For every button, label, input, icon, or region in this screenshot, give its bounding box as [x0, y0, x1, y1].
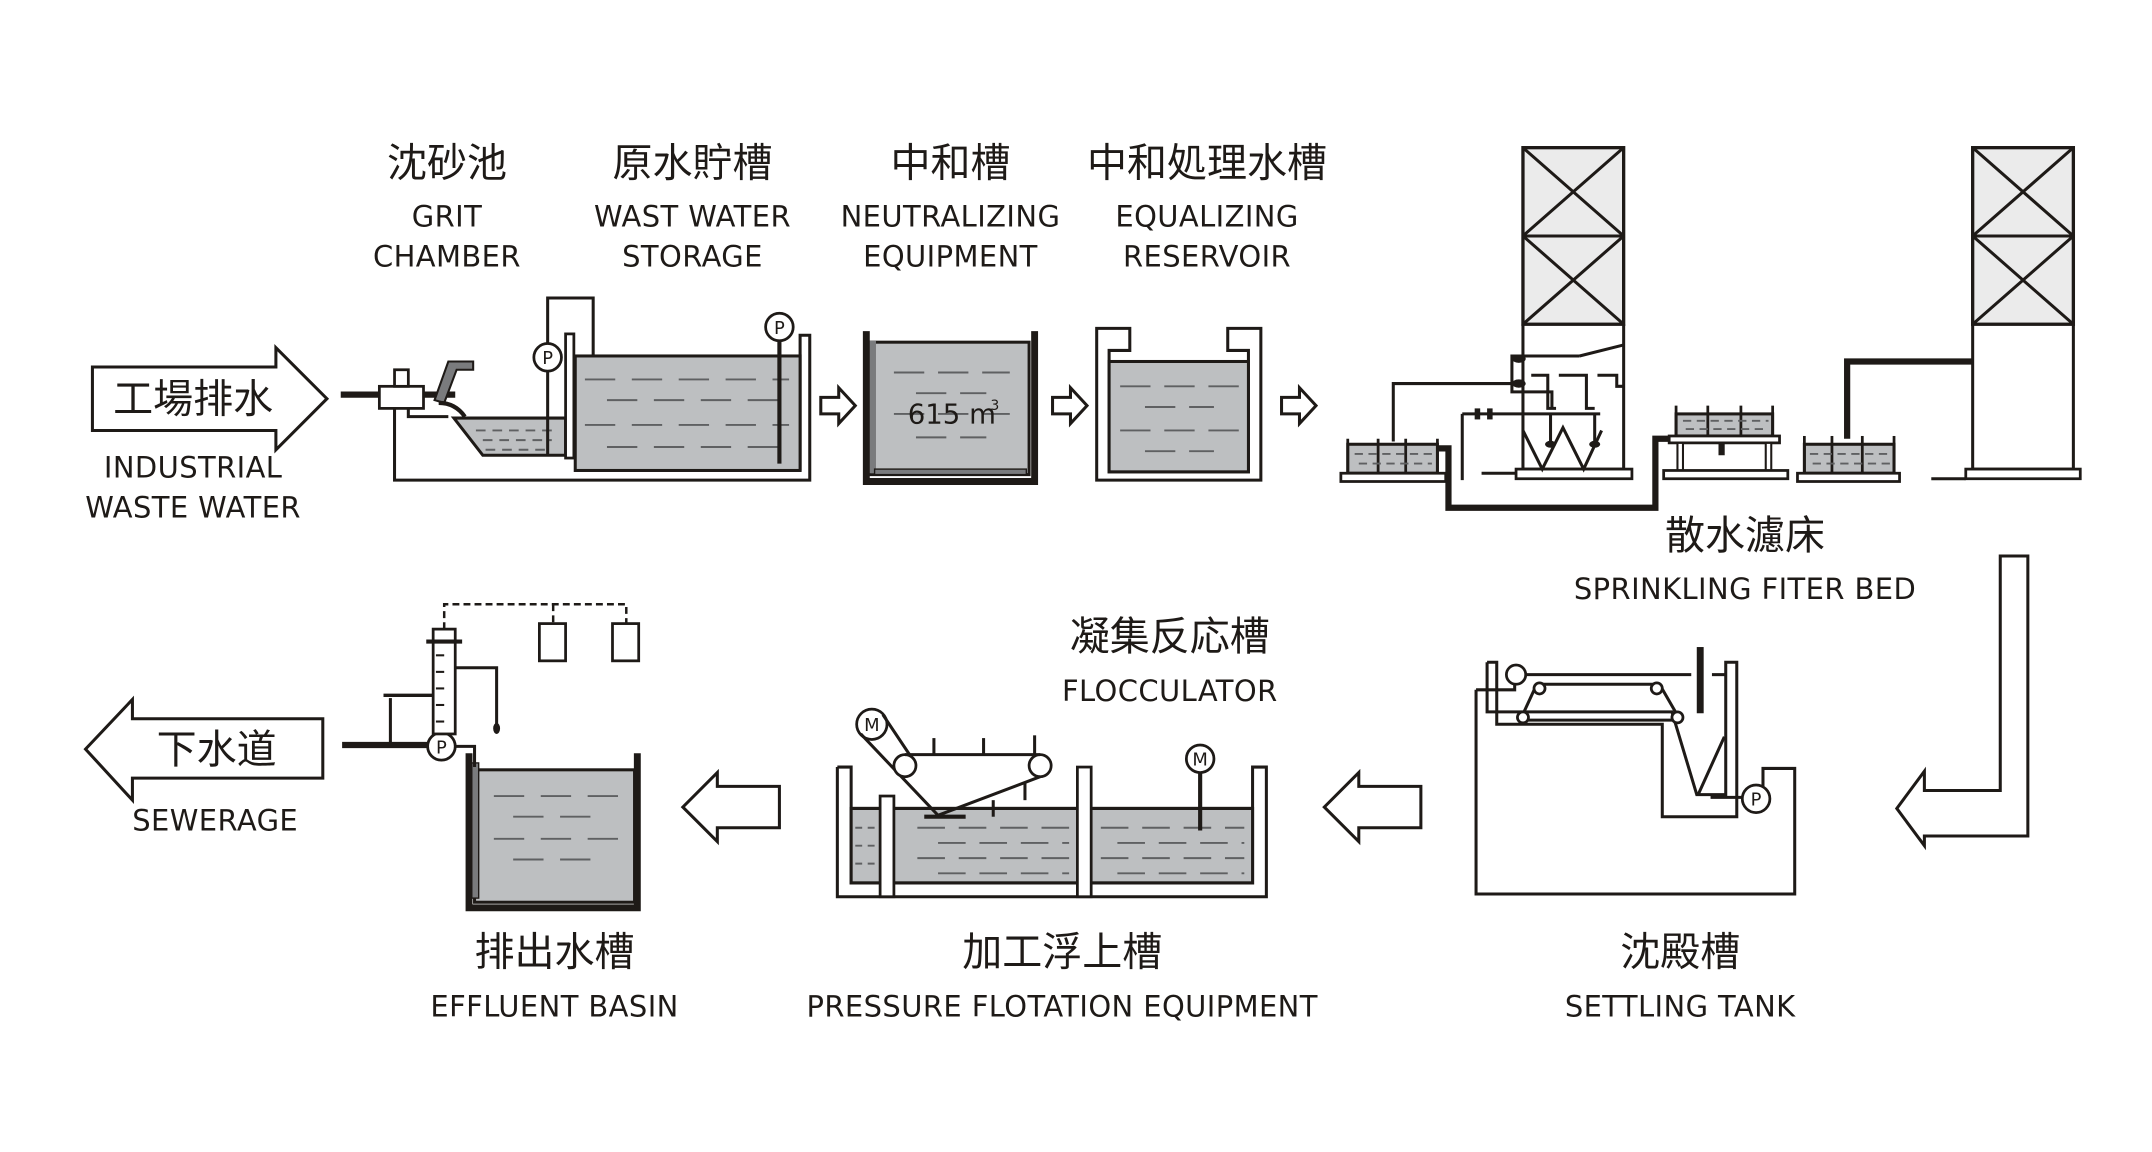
svg-text:下水道: 下水道: [157, 727, 277, 773]
outflow-arrow: 下水道 SEWERAGE: [83, 695, 325, 838]
pressure-flotation-unit: 凝集反応槽 FLOCCULATOR M: [807, 614, 1318, 1024]
svg-text:NEUTRALIZING: NEUTRALIZING: [841, 199, 1061, 233]
svg-text:EQUALIZING: EQUALIZING: [1115, 199, 1298, 233]
label-flocculator-cjk: 凝集反応槽: [1070, 614, 1270, 660]
svg-text:615 m: 615 m: [908, 398, 996, 431]
svg-text:SEWERAGE: SEWERAGE: [132, 804, 298, 838]
label-equalizing-reservoir: 中和処理水槽 EQUALIZING RESERVOIR: [1087, 141, 1327, 274]
svg-text:P: P: [542, 348, 553, 369]
svg-text:INDUSTRIAL: INDUSTRIAL: [104, 450, 282, 484]
flow-arrow-4: [1322, 768, 1423, 846]
svg-text:STORAGE: STORAGE: [622, 239, 763, 273]
flow-arrow-3: [1280, 383, 1319, 428]
svg-text:GRIT: GRIT: [412, 199, 482, 233]
label-settling-tank-cjk: 沈殿槽: [1620, 930, 1740, 976]
svg-text:中和処理水槽: 中和処理水槽: [1087, 141, 1327, 187]
svg-text:P: P: [774, 318, 785, 339]
settling-tank-unit: P 沈殿槽 SETTLING TANK: [1474, 647, 1797, 1024]
wast-water-storage-tank: P: [573, 311, 802, 472]
svg-text:WASTE WATER: WASTE WATER: [85, 490, 301, 524]
label-sprinkling-filter-bed-cjk: 散水濾床: [1665, 513, 1825, 559]
inflow-arrow: 工場排水 INDUSTRIAL WASTE WATER: [85, 344, 330, 524]
svg-text:工場排水: 工場排水: [113, 377, 273, 423]
label-sprinkling-filter-bed-en: SPRINKLING FITER BED: [1574, 572, 1916, 606]
flow-arrow-1: [819, 383, 858, 428]
label-settling-tank-en: SETTLING TANK: [1565, 990, 1796, 1024]
equalizing-reservoir-tank: [1095, 326, 1263, 482]
svg-text:EQUIPMENT: EQUIPMENT: [863, 239, 1038, 273]
svg-text:M: M: [1192, 750, 1207, 771]
effluent-basin-unit: P 排出水槽 EFFLUENT BASIN: [342, 603, 678, 1024]
label-pressure-flotation-cjk: 加工浮上槽: [962, 930, 1162, 976]
flow-arrow-2: [1051, 383, 1090, 428]
sprinkling-filter-bed-unit: 散水濾床 SPRINKLING FITER BED: [1339, 146, 2082, 606]
svg-text:CHAMBER: CHAMBER: [373, 239, 521, 273]
label-wast-water-storage: 原水貯槽 WAST WATER STORAGE: [594, 141, 791, 274]
svg-text:WAST WATER: WAST WATER: [594, 199, 791, 233]
label-neutralizing-equipment: 中和槽 NEUTRALIZING EQUIPMENT: [841, 141, 1061, 274]
neutralizing-tank: 615 m 3: [862, 331, 1039, 485]
label-effluent-basin-en: EFFLUENT BASIN: [430, 990, 678, 1024]
label-grit-chamber: 沈砂池 GRIT CHAMBER: [373, 141, 521, 274]
flow-arrow-5: [680, 768, 781, 846]
svg-text:P: P: [436, 737, 447, 758]
svg-text:P: P: [1751, 790, 1762, 811]
svg-text:中和槽: 中和槽: [890, 141, 1010, 187]
return-flow-arrow: [1894, 554, 2030, 851]
svg-text:M: M: [864, 715, 879, 736]
svg-text:RESERVOIR: RESERVOIR: [1123, 239, 1291, 273]
svg-text:沈砂池: 沈砂池: [387, 141, 507, 187]
svg-text:原水貯槽: 原水貯槽: [613, 141, 773, 187]
label-effluent-basin-cjk: 排出水槽: [475, 930, 635, 976]
svg-text:3: 3: [990, 398, 999, 414]
label-pressure-flotation-en: PRESSURE FLOTATION EQUIPMENT: [807, 990, 1318, 1024]
label-flocculator-en: FLOCCULATOR: [1062, 674, 1278, 708]
